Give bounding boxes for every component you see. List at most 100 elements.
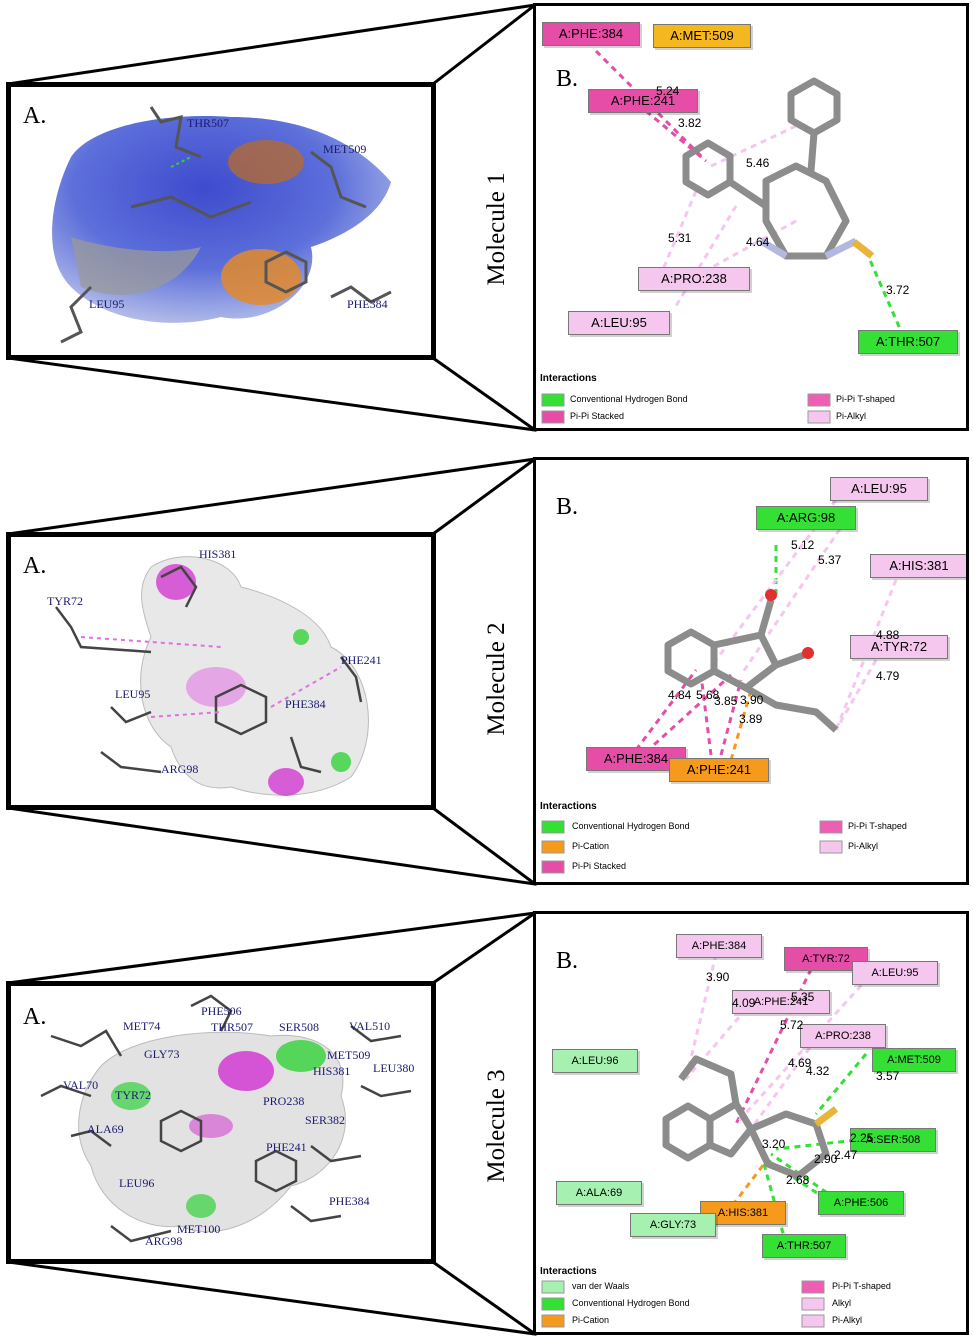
- residue-box: A:THR:507: [762, 1234, 846, 1258]
- molecule2-panel-a: A. HIS381 TYR72 PHE241 LEU95 PHE384 ARG9…: [6, 532, 436, 810]
- distance-label: 3.89: [739, 712, 763, 726]
- distance-label: 5.35: [791, 990, 815, 1004]
- legend-item: Conventional Hydrogen Bond: [572, 821, 690, 831]
- residue-label: MET74: [123, 1019, 161, 1033]
- residue-label: THR507: [187, 116, 229, 130]
- residue-label: VAL510: [349, 1019, 391, 1033]
- residue-box: A:MET:509: [653, 24, 751, 48]
- molecule2-panel-b: B. A:LEU:95 A:ARG:98 A:HIS:381 A:TYR:72 …: [533, 457, 969, 885]
- residue-box: A:LEU:96: [552, 1049, 638, 1073]
- residue-label: PHE384: [329, 1194, 370, 1208]
- residue-label: THR507: [211, 1020, 253, 1034]
- residue-label: SER382: [305, 1113, 346, 1127]
- residue-label: ARG98: [161, 762, 199, 776]
- residue-box: A:PHE:506: [818, 1191, 904, 1215]
- residue-label: VAL70: [63, 1078, 99, 1092]
- distance-label: 5.68: [696, 688, 720, 702]
- residue-label: ALA69: [87, 1122, 124, 1136]
- residue-box: A:LEU:95: [568, 311, 670, 335]
- distance-label: 4.88: [876, 628, 900, 642]
- distance-label: 5.46: [746, 156, 770, 170]
- residue-box: A:THR:507: [858, 330, 958, 354]
- distance-label: 2.68: [786, 1173, 810, 1187]
- distance-label: 3.20: [762, 1137, 786, 1151]
- molecule3-surface-render: [40, 994, 412, 1243]
- residue-box: A:LEU:95: [830, 477, 928, 501]
- legend-title: Interactions: [540, 1266, 597, 1277]
- residue-label: MET509: [327, 1048, 371, 1062]
- residue-label: MET509: [323, 142, 367, 156]
- molecule3-panel-b: B. A:PHE:384 A:TYR:72 A:LEU:95 A:PHE:241…: [533, 911, 969, 1335]
- molecule2-panel-a-letter: A.: [23, 553, 47, 579]
- molecule3-panel-b-letter: B.: [556, 948, 579, 974]
- distance-label: 4.09: [732, 996, 756, 1010]
- residue-label: TYR72: [47, 594, 83, 608]
- molecule1-panel-a: A. THR507 MET509 LEU95 PHE384: [6, 82, 436, 360]
- residue-label: PHE241: [341, 653, 382, 667]
- residue-label: LEU96: [119, 1176, 155, 1190]
- residue-box: A:PRO:238: [638, 267, 750, 291]
- legend-item: Pi-Pi T-shaped: [848, 821, 907, 831]
- residue-box: A:PRO:238: [800, 1024, 886, 1048]
- legend-item: Pi-Pi Stacked: [572, 861, 627, 871]
- distance-label: 3.72: [886, 283, 910, 297]
- distance-label: 5.12: [791, 538, 815, 552]
- residue-box: A:ARG:98: [756, 506, 856, 530]
- legend-item: Pi-Cation: [572, 1315, 610, 1325]
- molecule1-panel-b-letter: B.: [556, 66, 579, 92]
- residue-box: A:MET:509: [872, 1048, 956, 1072]
- residue-label: SER508: [279, 1020, 320, 1034]
- distance-label: 4.79: [876, 669, 900, 683]
- residue-box: A:PHE:241: [732, 990, 830, 1014]
- molecule1-interaction-diagram: [541, 49, 903, 424]
- distance-label: 2.90: [814, 1152, 838, 1166]
- residue-label: PHE384: [347, 297, 388, 311]
- distance-label: 4.84: [668, 688, 692, 702]
- residue-box: A:HIS:381: [870, 554, 966, 578]
- legend-item: Pi-Alkyl: [832, 1315, 863, 1325]
- distance-label: 5.37: [818, 553, 842, 567]
- distance-label: 4.64: [746, 235, 770, 249]
- distance-label: 3.90: [706, 970, 730, 984]
- residue-label: PHE506: [201, 1004, 242, 1018]
- legend-item: Pi-Cation: [572, 841, 610, 851]
- legend-item: Pi-Pi T-shaped: [836, 394, 895, 404]
- residue-box: A:GLY:73: [630, 1213, 716, 1237]
- molecule1-panel-b: B. A:PHE:384 A:MET:509 A:PHE:241 A:PRO:2…: [533, 3, 969, 431]
- residue-box: A:LEU:95: [852, 961, 938, 985]
- distance-label: 3.82: [678, 116, 702, 130]
- residue-box: A:PHE:384: [542, 22, 640, 46]
- legend-item: Pi-Alkyl: [848, 841, 879, 851]
- residue-label: LEU95: [89, 297, 125, 311]
- distance-label: 2.25: [850, 1131, 874, 1145]
- legend-item: Conventional Hydrogen Bond: [572, 1298, 690, 1308]
- residue-label: HIS381: [313, 1064, 351, 1078]
- residue-label: PHE241: [266, 1140, 307, 1154]
- residue-label: GLY73: [144, 1047, 180, 1061]
- distance-label: 3.90: [740, 693, 764, 707]
- molecule1-surface-render: [52, 106, 392, 344]
- residue-label: PHE384: [285, 697, 326, 711]
- residue-label: MET100: [177, 1222, 221, 1236]
- molecule2-panel-b-letter: B.: [556, 494, 579, 520]
- residue-label: LEU380: [373, 1061, 415, 1075]
- residue-box: A:PHE:241: [588, 89, 698, 113]
- distance-label: 5.72: [780, 1018, 804, 1032]
- residue-label: HIS381: [199, 547, 237, 561]
- distance-label: 3.85: [714, 694, 738, 708]
- residue-box: A:SER:508: [850, 1128, 936, 1152]
- molecule2-interaction-diagram: [541, 499, 898, 874]
- residue-label: PRO238: [263, 1094, 305, 1108]
- distance-label: 2.47: [834, 1148, 858, 1162]
- molecule3-panel-a-letter: A.: [23, 1004, 47, 1030]
- residue-box: A:PHE:241: [669, 758, 769, 782]
- distance-label: 3.57: [876, 1069, 900, 1083]
- legend-title: Interactions: [540, 801, 597, 812]
- molecule2-surface-render: [55, 556, 369, 796]
- molecule3-label: Molecule 3: [483, 1069, 510, 1183]
- residue-label: TYR72: [115, 1088, 151, 1102]
- residue-label: ARG98: [145, 1234, 183, 1248]
- molecule2-label: Molecule 2: [483, 622, 510, 736]
- distance-label: 5.24: [656, 84, 680, 98]
- legend-item: Pi-Alkyl: [836, 411, 867, 421]
